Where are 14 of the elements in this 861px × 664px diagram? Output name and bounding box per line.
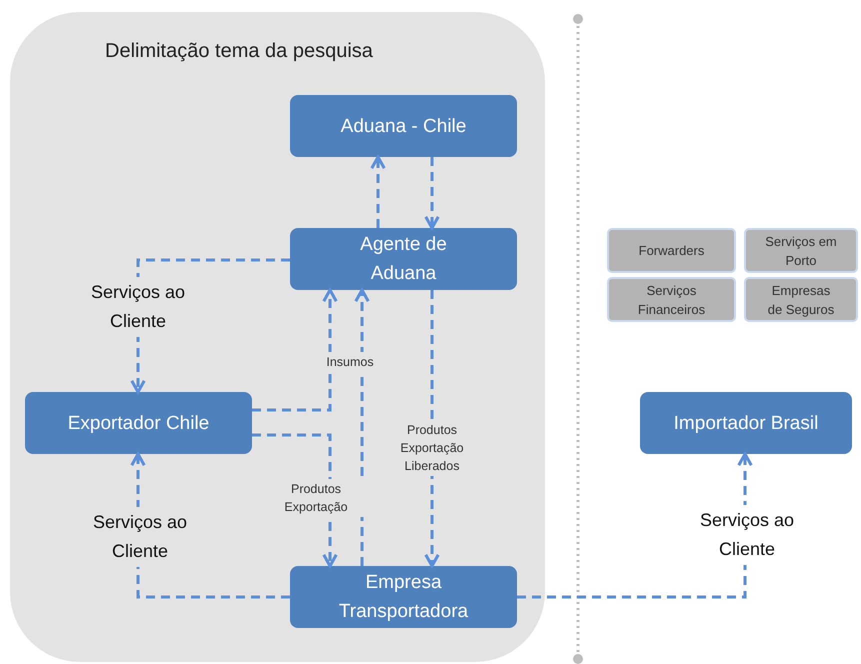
process-box: Empresa Transportadora xyxy=(290,566,517,628)
process-box: Agente de Aduana xyxy=(290,228,517,290)
process-box: Exportador Chile xyxy=(25,392,252,454)
process-box: Importador Brasil xyxy=(640,392,852,454)
service-box: Serviços em Porto xyxy=(744,228,858,273)
service-box: Empresas de Seguros xyxy=(744,277,858,322)
service-box: Forwarders xyxy=(607,228,736,273)
arrow xyxy=(424,157,440,230)
scope-region xyxy=(10,12,545,662)
process-box: Aduana - Chile xyxy=(290,95,517,157)
service-box: Serviços Financeiros xyxy=(607,277,736,322)
arrow xyxy=(252,288,338,412)
region-title: Delimitação tema da pesquisa xyxy=(105,40,373,63)
arrow xyxy=(370,156,386,228)
